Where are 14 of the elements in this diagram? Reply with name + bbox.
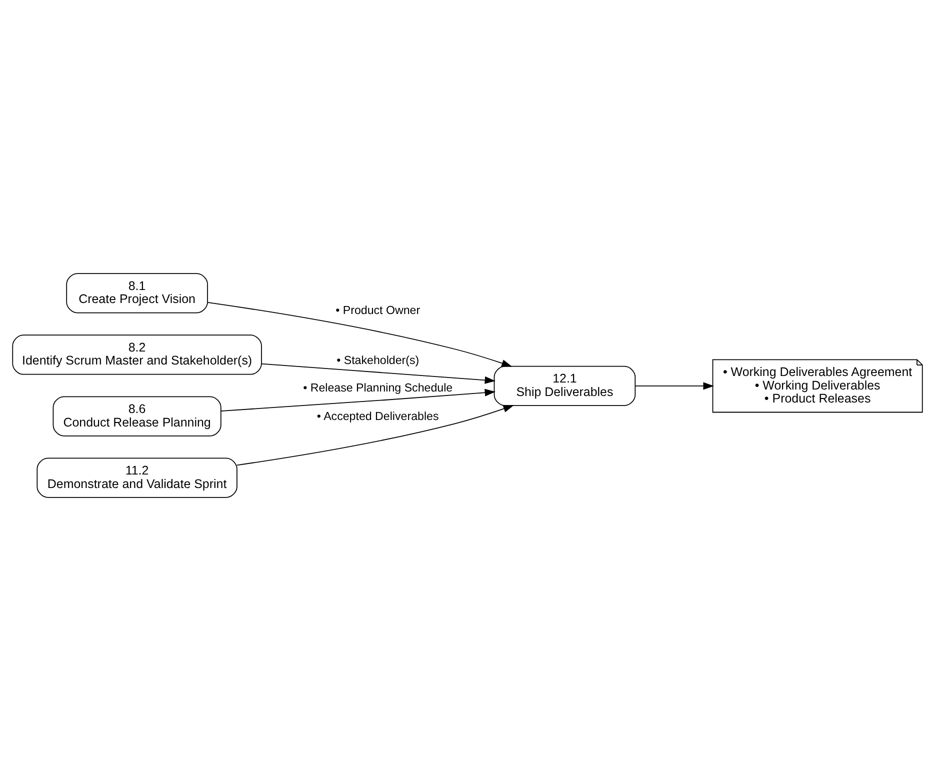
arrow (207, 301, 512, 366)
arrow (634, 382, 714, 390)
node-box: 8.1 Create Project Vision (66, 272, 208, 313)
edge-label: • Release Planning Schedule (303, 382, 453, 394)
edge-label: • Accepted Deliverables (316, 410, 439, 423)
edge-label: • Product Owner (336, 304, 420, 317)
arrow (261, 362, 496, 384)
node-box: 8.6 Conduct Release Planning (52, 396, 222, 436)
node-box: 12.1 Ship Deliverables (494, 365, 636, 406)
arrow (236, 404, 514, 466)
node-box: 8.2 Identify Scrum Master and Stakeholder(s) (12, 334, 262, 374)
node-box: 11.2 Demonstrate and Validate Sprint (36, 457, 238, 498)
edge-label: • Stakeholder(s) (336, 354, 420, 367)
arrow (220, 388, 496, 411)
